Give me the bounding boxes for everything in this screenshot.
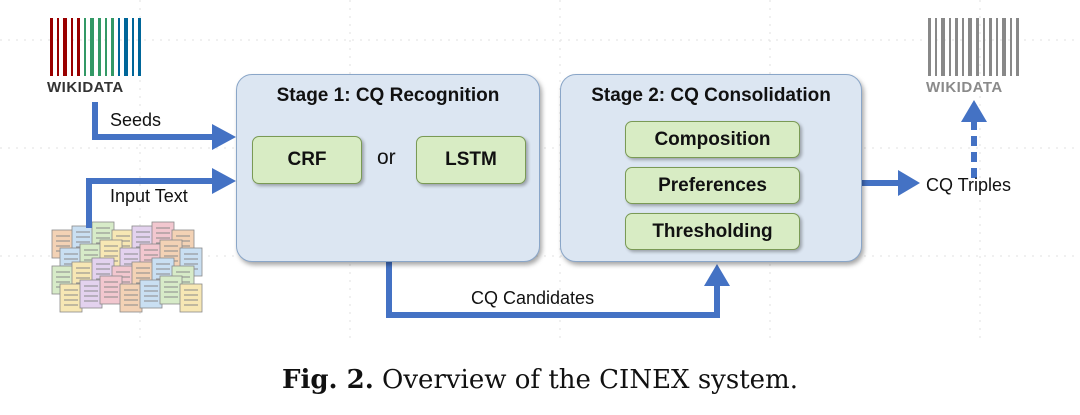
stage2-title: Stage 2: CQ Consolidation bbox=[591, 85, 831, 106]
figure-caption: Fig. 2. Overview of the CINEX system. bbox=[0, 365, 1080, 395]
preferences-box: Preferences bbox=[625, 167, 800, 204]
caption-text: Overview of the CINEX system. bbox=[382, 365, 798, 395]
lstm-box: LSTM bbox=[416, 136, 526, 184]
crf-box: CRF bbox=[252, 136, 362, 184]
stage1-title: Stage 1: CQ Recognition bbox=[276, 85, 500, 106]
cq-candidates-label: CQ Candidates bbox=[471, 288, 595, 308]
composition-box: Composition bbox=[625, 121, 800, 158]
input-text-label: Input Text bbox=[110, 186, 188, 206]
seeds-label: Seeds bbox=[110, 110, 162, 130]
or-label: or bbox=[377, 146, 396, 169]
wikidata-text-right: WIKIDATA bbox=[926, 79, 1003, 96]
cq-triples-arrow bbox=[862, 170, 920, 196]
caption-prefix: Fig. 2. bbox=[282, 365, 374, 395]
thresholding-box: Thresholding bbox=[625, 213, 800, 250]
dashed-arrow-to-wikidata bbox=[961, 100, 987, 178]
input-text-arrow bbox=[86, 168, 236, 228]
documents-icon bbox=[51, 221, 203, 313]
wikidata-logo-left bbox=[50, 18, 141, 76]
seeds-arrow bbox=[92, 102, 236, 150]
wikidata-logo-right bbox=[928, 18, 1019, 76]
cq-triples-label: CQ Triples bbox=[926, 175, 1012, 195]
wikidata-text-left: WIKIDATA bbox=[47, 79, 124, 96]
cq-candidates-arrow bbox=[386, 262, 730, 318]
